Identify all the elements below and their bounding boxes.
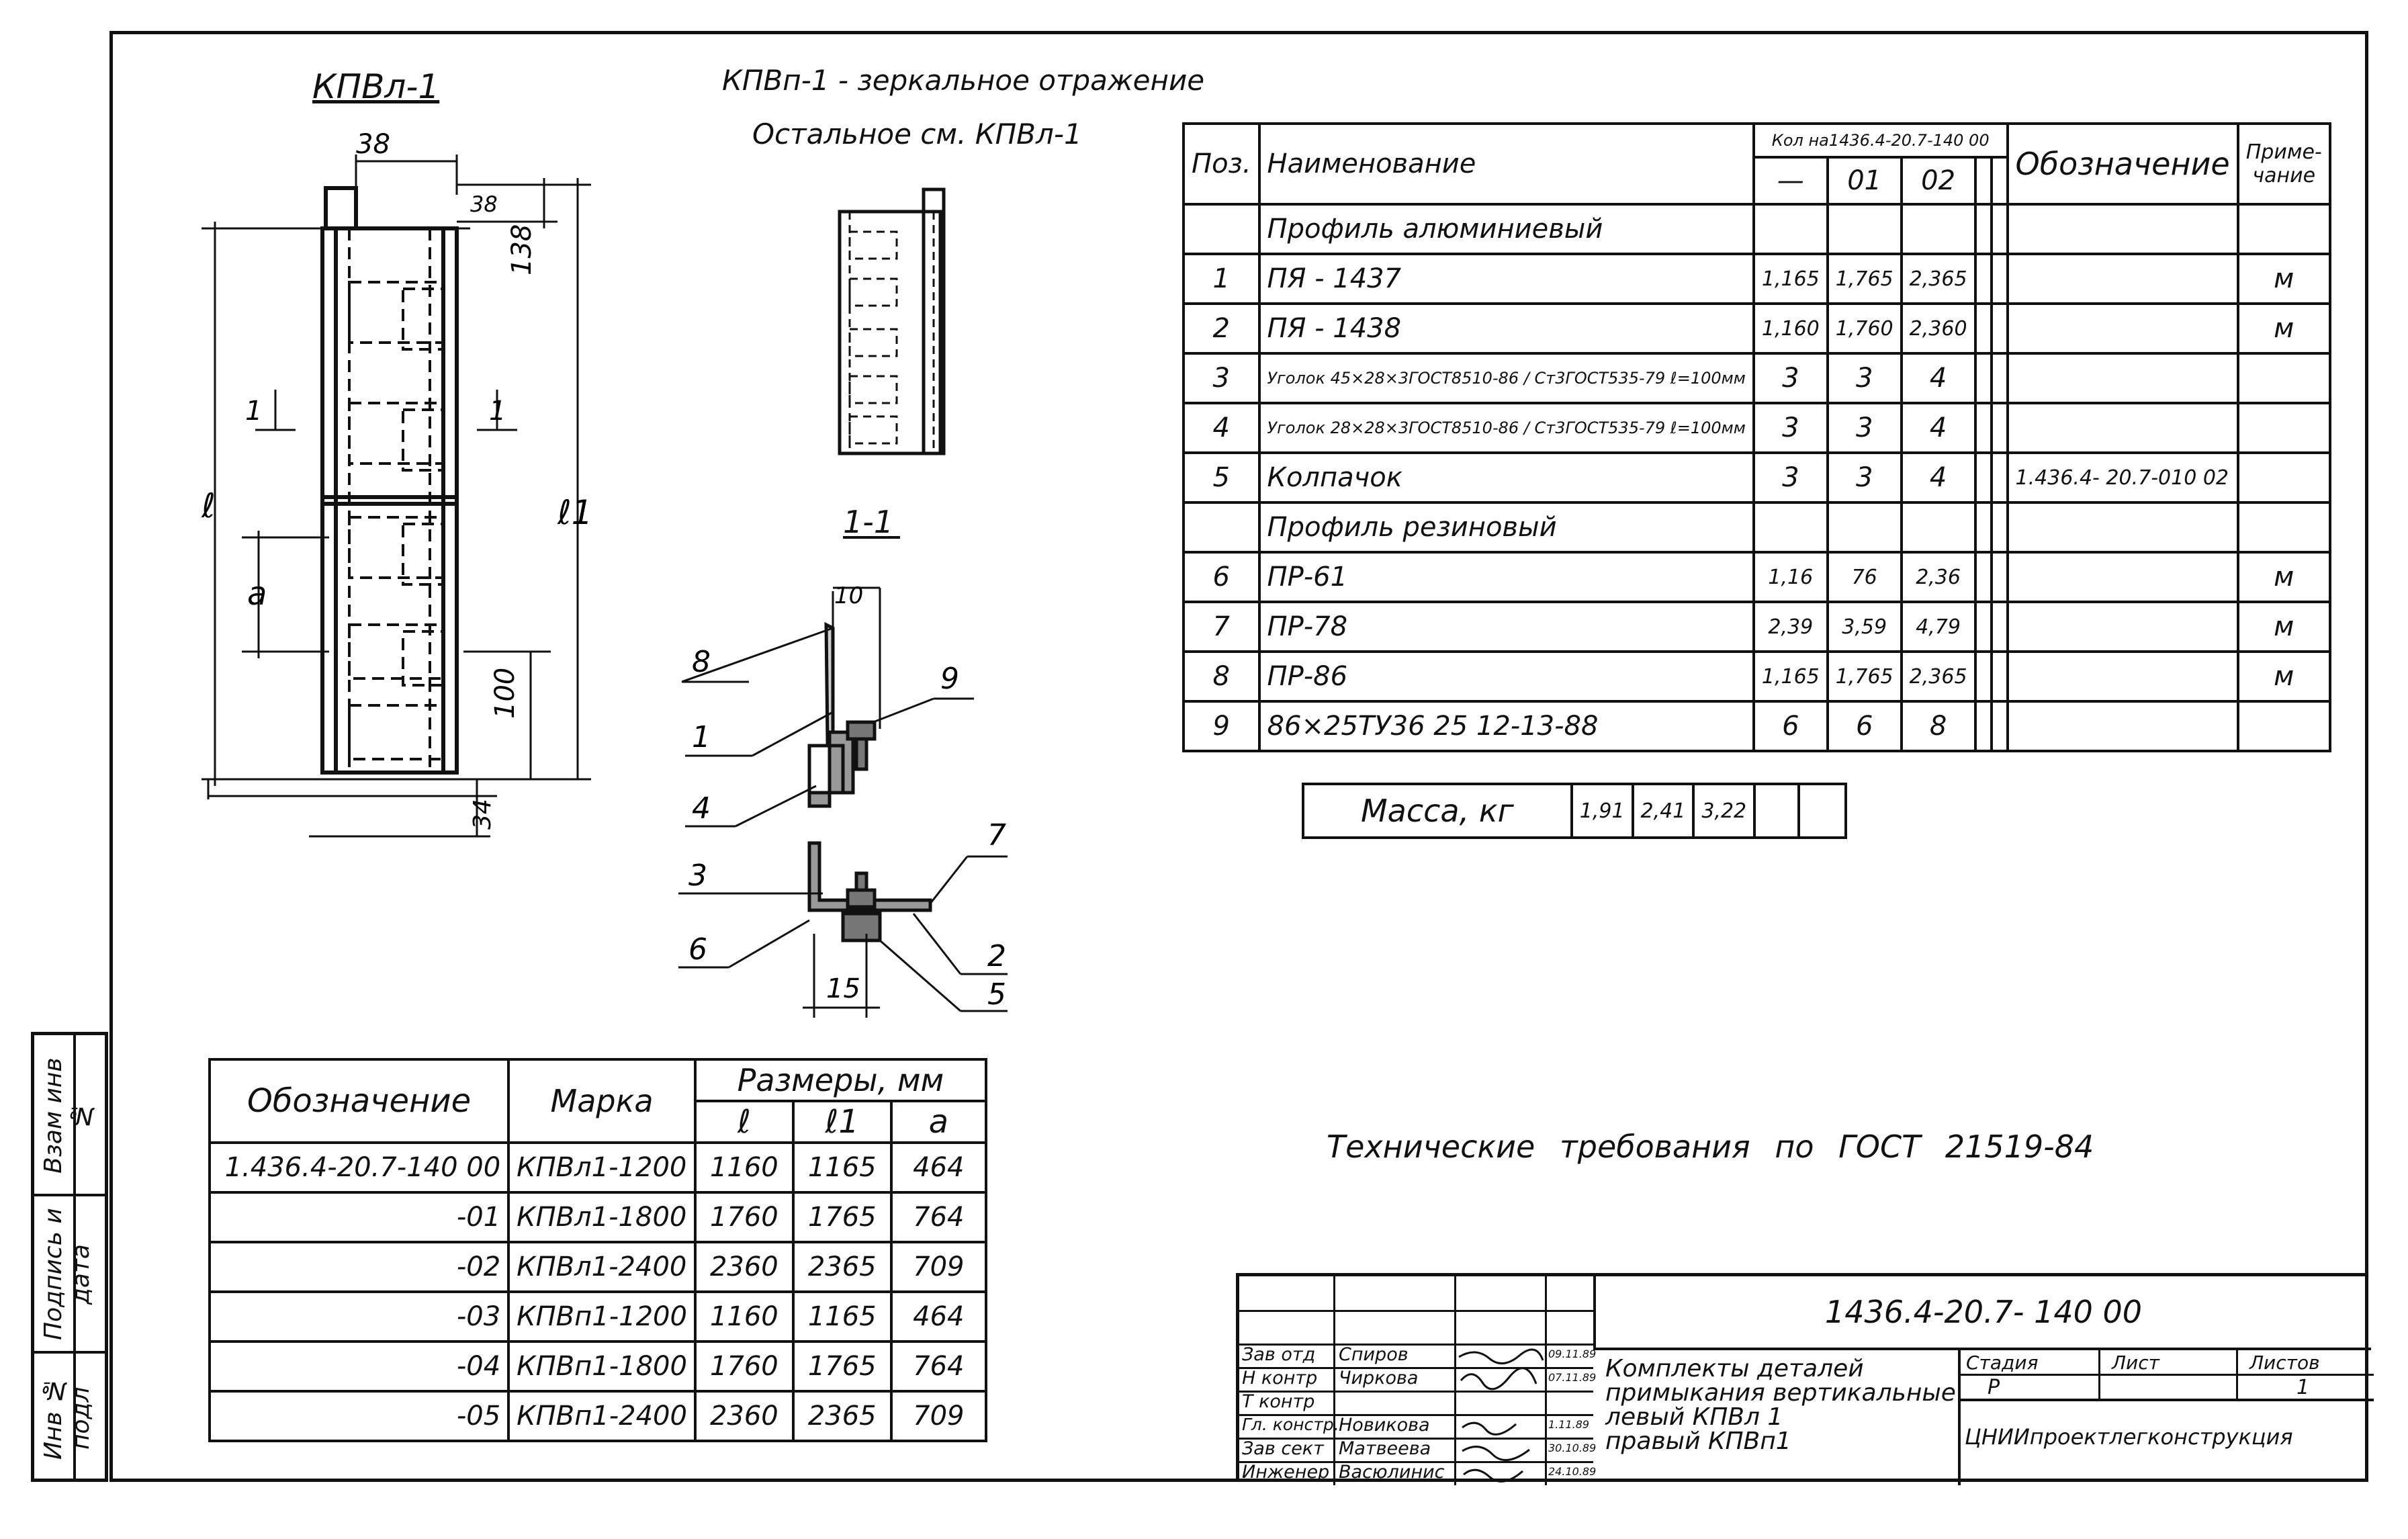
left-view-hidden-lines (348, 228, 445, 773)
specification-table: Поз. Наименование Кол на1436.4-20.7-140 … (1182, 122, 2331, 752)
name-1: Чиркова (1339, 1368, 1419, 1389)
dim-a: а (247, 575, 267, 613)
table-row: Профиль алюминиевый (1182, 203, 2331, 255)
sizes-head-col-a: а (889, 1100, 988, 1144)
table-row: Профиль резиновый (1182, 501, 2331, 554)
mass-value-0: 1,91 (1570, 783, 1634, 839)
dim-34: 34 (469, 799, 496, 830)
organization: ЦНИИпроектлегконструкция (1965, 1424, 2293, 1450)
mirror-note: Остальное см. КПВл-1 (752, 118, 1082, 150)
left-view-dimension-lines (202, 155, 591, 838)
section-mark-right: 1 (489, 396, 506, 427)
mass-value-2: 3,22 (1692, 783, 1756, 839)
callout-7: 7 (987, 818, 1006, 852)
dim-top-width: 38 (356, 129, 390, 160)
role-5: Инженер (1242, 1462, 1330, 1483)
mirror-view-drawing (838, 187, 946, 455)
name-4: Матвеева (1339, 1438, 1431, 1459)
callout-8: 8 (692, 645, 711, 679)
section-leaders (678, 586, 1008, 1018)
role-3: Гл. констр. (1242, 1415, 1339, 1434)
dim-138: 138 (506, 224, 537, 275)
section-title: 1-1 (843, 504, 894, 540)
sizes-head-sizes: Размеры, мм (693, 1058, 988, 1102)
dim-10: 10 (834, 582, 863, 609)
dim-38: 38 (470, 191, 498, 217)
spec-head-designation: Обозначение (2006, 122, 2239, 206)
sizes-head-col-l: ℓ (693, 1100, 795, 1144)
dim-15: 15 (826, 973, 860, 1004)
name-3: Новикова (1339, 1415, 1430, 1436)
date-1: 07.11.89 (1548, 1371, 1597, 1384)
callout-6: 6 (688, 932, 707, 967)
sizes-head-mark: Марка (507, 1058, 697, 1144)
callout-9: 9 (940, 662, 959, 696)
callout-4: 4 (692, 791, 711, 826)
date-5: 24.10.89 (1548, 1465, 1597, 1478)
sheets-label: Листов (2249, 1352, 2320, 1374)
mass-value-1: 2,41 (1631, 783, 1695, 839)
role-4: Зав сект (1242, 1438, 1324, 1459)
role-2: Т контр (1242, 1391, 1315, 1412)
spec-head-pos: Поз. (1182, 122, 1261, 206)
role-1: Н контр (1242, 1368, 1318, 1389)
stage-label: Стадия (1966, 1352, 2039, 1374)
mirror-title: КПВп-1 - зеркальное отражение (722, 64, 1205, 97)
callout-2: 2 (987, 939, 1006, 973)
spec-head-qty: Кол на1436.4-20.7-140 00 (1752, 122, 2009, 159)
callout-3: 3 (688, 859, 707, 893)
name-0: Спиров (1339, 1344, 1409, 1365)
signatures (1458, 1348, 1544, 1483)
section-drawing (807, 621, 932, 942)
spec-head-qty-col-2: 02 (1900, 156, 1977, 206)
drawing-title: Комплекты деталей примыкания вертикальны… (1605, 1355, 1956, 1455)
drawing-code: 1436.4-20.7- 140 00 (1824, 1294, 2143, 1330)
sheets-value: 1 (2296, 1376, 2310, 1399)
sidebar-stamp: Взам инв № Подпись и дата Инв № подл (31, 1032, 108, 1482)
stage-value: Р (1988, 1376, 2000, 1399)
dim-l: ℓ (201, 486, 216, 525)
dim-l1: ℓ1 (557, 493, 592, 532)
left-view-title: КПВл-1 (312, 67, 440, 106)
sizes-table: Обозначение Марка Размеры, мм ℓ ℓ1 а 1.4… (208, 1058, 988, 1442)
spec-head-qty-col-1: 01 (1826, 156, 1903, 206)
sizes-head-designation: Обозначение (208, 1058, 510, 1144)
tech-requirements: Технические требования по ГОСТ 21519-84 (1327, 1129, 2094, 1165)
section-mark-left: 1 (245, 396, 262, 427)
sizes-head-col-l1: ℓ1 (791, 1100, 893, 1144)
dim-100: 100 (490, 668, 521, 719)
spec-head-qty-col-0: — (1752, 156, 1829, 206)
role-0: Зав отд (1242, 1344, 1316, 1365)
callout-5: 5 (987, 977, 1006, 1012)
date-3: 1.11.89 (1548, 1418, 1590, 1431)
spec-head-note: Приме- чание (2236, 122, 2331, 206)
date-0: 09.11.89 (1548, 1348, 1597, 1360)
sheet-label: Лист (2112, 1352, 2159, 1374)
date-4: 30.10.89 (1548, 1442, 1597, 1454)
mass-label: Масса, кг (1302, 783, 1573, 839)
name-5: Васюлинис (1339, 1462, 1445, 1483)
spec-head-name: Наименование (1257, 122, 1755, 206)
title-block: 1436.4-20.7- 140 00 Комплекты деталей пр… (1236, 1273, 2374, 1485)
callout-1: 1 (692, 720, 711, 754)
mass-table: Масса, кг 1,91 2,41 3,22 (1302, 783, 1847, 839)
